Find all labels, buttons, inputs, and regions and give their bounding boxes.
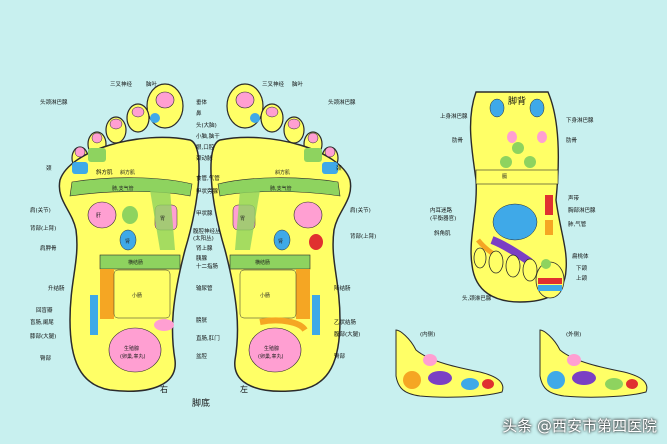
svg-text:甲状旁腺: 甲状旁腺: [196, 187, 219, 195]
svg-text:肋骨: 肋骨: [566, 136, 578, 144]
svg-text:肾: 肾: [125, 238, 130, 245]
svg-text:斜角肌: 斜角肌: [434, 229, 451, 237]
svg-text:脑叶: 脑叶: [146, 80, 158, 88]
svg-text:胸部淋巴腺: 胸部淋巴腺: [568, 206, 596, 214]
svg-text:肩胛骨: 肩胛骨: [40, 244, 57, 252]
svg-text:盆腔: 盆腔: [196, 352, 208, 360]
svg-text:十二指肠: 十二指肠: [196, 262, 219, 270]
svg-text:扁桃体: 扁桃体: [572, 252, 589, 260]
svg-text:肩(关节): 肩(关节): [350, 206, 371, 214]
svg-text:颈动脉: 颈动脉: [196, 154, 213, 162]
svg-text:肩(关节): 肩(关节): [30, 206, 51, 214]
svg-text:(外侧): (外侧): [566, 330, 581, 338]
svg-text:降结肠: 降结肠: [334, 284, 351, 292]
svg-text:臀部: 臀部: [334, 352, 346, 360]
svg-text:横结肠: 横结肠: [255, 259, 270, 266]
svg-text:下身淋巴腺: 下身淋巴腺: [566, 116, 594, 124]
svg-text:肋骨: 肋骨: [452, 136, 464, 144]
svg-text:食管,气管: 食管,气管: [196, 174, 220, 182]
svg-text:腹腔神经丛: 腹腔神经丛: [193, 227, 221, 235]
svg-text:颈: 颈: [46, 164, 52, 172]
svg-text:胰腺: 胰腺: [196, 254, 208, 262]
right-label: 右: [160, 384, 168, 394]
svg-text:腹部(大腿): 腹部(大腿): [334, 330, 360, 338]
right-foot-sole: 斜方肌 肺,支气管 肝 胃 肾 横结肠 小肠 生殖腺 (卵巢,睾丸): [58, 83, 200, 392]
svg-text:(太阳丛): (太阳丛): [193, 234, 214, 242]
svg-text:头(大脑): 头(大脑): [196, 121, 217, 129]
svg-text:三叉神经: 三叉神经: [110, 80, 133, 88]
svg-text:甲状腺: 甲状腺: [196, 209, 213, 217]
svg-text:小肠: 小肠: [132, 292, 142, 299]
right-foot-labels: 三叉神经 脑叶 头颈淋巴腺 颈 斜方肌 肩(关节) 背部(上臂) 肩胛骨 升结肠…: [30, 80, 158, 362]
svg-text:垂体: 垂体: [196, 98, 208, 106]
svg-text:生殖腺: 生殖腺: [124, 345, 139, 352]
svg-text:斜方肌: 斜方肌: [120, 169, 135, 176]
svg-text:(内侧): (内侧): [420, 330, 435, 338]
svg-text:膝部(大腿): 膝部(大腿): [30, 332, 56, 340]
svg-text:盲肠,阑尾: 盲肠,阑尾: [30, 318, 54, 326]
svg-text:臀部: 臀部: [40, 354, 52, 362]
sole-title: 脚底: [192, 397, 210, 409]
svg-text:脑叶: 脑叶: [292, 80, 304, 88]
center-labels: 垂体 鼻 头(大脑) 小脑,脑干 眼,口腔 颈动脉 食管,气管 甲状旁腺 甲状腺…: [193, 98, 221, 360]
svg-text:(卵巢,睾丸): (卵巢,睾丸): [258, 353, 284, 360]
svg-text:横结肠: 横结肠: [128, 259, 143, 266]
svg-text:颈: 颈: [336, 164, 342, 172]
svg-text:回盲瓣: 回盲瓣: [36, 306, 53, 314]
svg-text:三叉神经: 三叉神经: [262, 80, 285, 88]
svg-text:背部(上臂): 背部(上臂): [350, 232, 376, 240]
svg-text:脚背: 脚背: [508, 95, 526, 107]
svg-text:乙状结肠: 乙状结肠: [334, 318, 357, 326]
svg-text:膈: 膈: [502, 174, 507, 180]
medial-side-view: (内侧): [395, 329, 504, 398]
svg-text:小肠: 小肠: [260, 292, 270, 299]
left-label: 左: [240, 384, 248, 394]
svg-text:肺,支气管: 肺,支气管: [112, 185, 134, 192]
svg-text:胃: 胃: [240, 216, 245, 222]
svg-text:膀胱: 膀胱: [196, 316, 208, 324]
svg-text:小脑,脑干: 小脑,脑干: [196, 132, 220, 140]
svg-text:肾上腺: 肾上腺: [196, 244, 213, 252]
dorsal-foot: 膈 脚背 上身淋巴腺 下身淋巴腺 肋骨 肋骨 内耳迷路 (平衡器官) 胸部淋巴腺…: [430, 91, 596, 303]
left-foot-labels: 三叉神经 脑叶 头颈淋巴腺 颈 肩(关节) 背部(上臂) 降结肠 乙状结肠 腹部…: [262, 80, 376, 360]
svg-text:背部(上臂): 背部(上臂): [30, 224, 56, 232]
svg-text:(平衡器官): (平衡器官): [430, 214, 456, 222]
watermark: 头条 @西安市第四医院: [502, 417, 657, 435]
svg-text:肺,支气管: 肺,支气管: [270, 185, 292, 192]
svg-text:头颈淋巴腺: 头颈淋巴腺: [328, 98, 356, 106]
svg-text:声带: 声带: [568, 194, 580, 202]
svg-text:肝: 肝: [96, 213, 101, 219]
svg-text:下颌: 下颌: [576, 264, 588, 272]
svg-text:胃: 胃: [160, 216, 165, 222]
svg-text:斜方肌: 斜方肌: [96, 168, 113, 176]
svg-text:输尿管: 输尿管: [196, 284, 213, 292]
svg-text:眼,口腔: 眼,口腔: [196, 143, 215, 151]
svg-text:头,颈淋巴腺: 头,颈淋巴腺: [462, 294, 492, 302]
svg-text:上颌: 上颌: [576, 274, 588, 282]
svg-text:内耳迷路: 内耳迷路: [430, 206, 453, 214]
svg-text:上身淋巴腺: 上身淋巴腺: [440, 112, 468, 120]
svg-text:肺,气管: 肺,气管: [568, 220, 587, 228]
svg-text:升结肠: 升结肠: [48, 284, 65, 292]
svg-text:直肠,肛门: 直肠,肛门: [196, 334, 220, 342]
lateral-side-view: (外侧): [539, 329, 648, 398]
svg-text:生殖腺: 生殖腺: [264, 345, 279, 352]
svg-text:鼻: 鼻: [196, 109, 202, 117]
left-foot-sole: 斜方肌 肺,支气管 胃 肾 横结肠 小肠 生殖腺 (卵巢,睾丸): [210, 83, 352, 392]
svg-text:斜方肌: 斜方肌: [275, 169, 290, 176]
svg-text:头颈淋巴腺: 头颈淋巴腺: [40, 98, 68, 106]
svg-text:(卵巢,睾丸): (卵巢,睾丸): [120, 353, 146, 360]
svg-text:肾: 肾: [278, 238, 283, 245]
